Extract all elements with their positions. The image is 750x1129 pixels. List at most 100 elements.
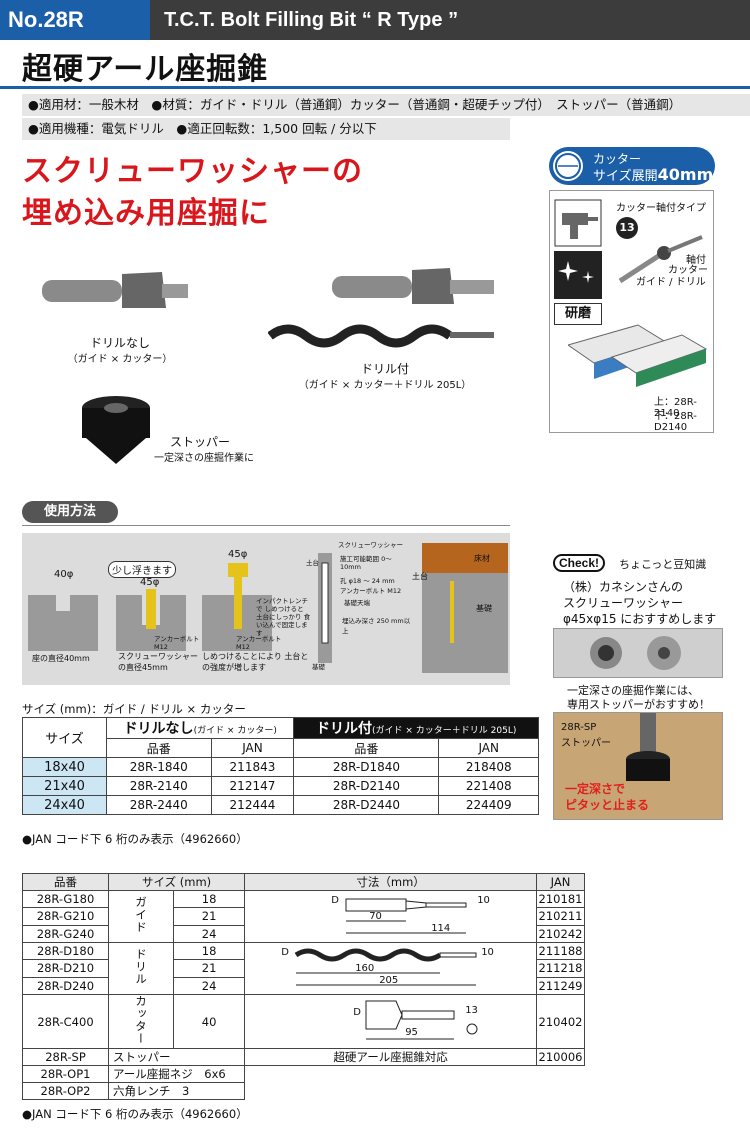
hinban-cell: 28R-2440 bbox=[106, 795, 212, 815]
no-drill-sub: （ガイド × カッター） bbox=[67, 354, 173, 365]
parts-jan: 210181 bbox=[536, 889, 585, 909]
check-note-2: 専用ストッパーがおすすめ！ bbox=[567, 698, 710, 711]
headline-line-1: スクリューワッシャーの bbox=[22, 154, 363, 189]
usage-diagram: 40φ 少し浮きます 45φ 45φ インパクトレンチで しめつけると 土台にし… bbox=[22, 533, 510, 685]
check-line-3: φ45xφ15 におすすめします bbox=[563, 612, 717, 626]
size-note: サイズ (mm)：ガイド / ドリル × カッター bbox=[22, 702, 246, 716]
jan-cell: 211843 bbox=[210, 757, 295, 777]
badge-value: 40mm bbox=[657, 165, 714, 184]
caption-1: 座の直径40mm bbox=[32, 654, 90, 663]
anchor-label-2: アンカーボルト M12 bbox=[236, 635, 282, 651]
table-row: 18x40 28R-1840 211843 28R-D1840 218408 bbox=[22, 757, 539, 777]
size-header: サイズ bbox=[22, 717, 107, 758]
dim-d-160: 160 bbox=[355, 963, 375, 974]
parts-code: 28R-OP2 bbox=[22, 1082, 109, 1100]
badge-prefix: サイズ展開 bbox=[593, 169, 658, 184]
group-no-drill-header: ドリルなし(ガイド × カッター) bbox=[105, 717, 295, 739]
table-row: 28R-G210 21 210211 bbox=[22, 907, 585, 926]
parts-jan: 211249 bbox=[536, 976, 585, 996]
dim-g-114: 114 bbox=[431, 923, 451, 934]
headline-line-2: 埋め込み用座掘に bbox=[22, 196, 270, 231]
table-row: 21x40 28R-2140 212147 28R-D2140 221408 bbox=[22, 776, 539, 796]
dim-g-10: 10 bbox=[477, 895, 490, 906]
hinban-cell: 28R-1840 bbox=[106, 757, 212, 777]
table-row: 28R-D180 ドリル 18 D 10 160 205 211188 bbox=[22, 941, 585, 995]
with-drill-sub: （ガイド × カッター＋ドリル 205L） bbox=[298, 380, 472, 391]
float-label: 少し浮きます bbox=[108, 561, 176, 578]
dim-c-13: 13 bbox=[465, 1005, 478, 1016]
parts-code: 28R-G210 bbox=[22, 907, 109, 926]
parts-dim: 超硬アール座掘錐対応 bbox=[244, 1048, 537, 1066]
polish-label: 研磨 bbox=[554, 303, 602, 325]
parts-code: 28R-D210 bbox=[22, 959, 109, 978]
spec-line-1: ●適用材：一般木材 ●材質：ガイド・ドリル（普通鋼）カッター（普通鋼・超硬チップ… bbox=[22, 94, 750, 116]
parts-size: 18 bbox=[172, 889, 246, 909]
size-cell: 21x40 bbox=[22, 776, 107, 796]
usage-drawing bbox=[28, 543, 508, 673]
feature-box: 研磨 カッター軸付タイプ 13 軸付 カッター ガイド / ドリル 上：28R-… bbox=[549, 190, 714, 433]
col-jan-2: JAN bbox=[438, 738, 539, 758]
yuka-label: 床材 bbox=[474, 554, 490, 563]
parts-code: 28R-OP1 bbox=[22, 1065, 109, 1083]
anchor-label-1: アンカーボルト M12 bbox=[154, 635, 200, 651]
jan-cell: 218408 bbox=[438, 757, 539, 777]
shaft-label: 軸付 bbox=[686, 255, 706, 266]
parts-table-wrap: 品番 サイズ (mm) 寸法（mm） JAN 28R-G180 ガイド 18 D… bbox=[22, 873, 585, 1100]
size-cell: 18x40 bbox=[22, 757, 107, 777]
check-line-2: スクリューワッシャー bbox=[563, 596, 684, 610]
screw-washer-label: スクリューワッシャー bbox=[338, 541, 403, 549]
stopper-label: ストッパー bbox=[169, 435, 230, 449]
badge-line-1: カッター bbox=[593, 152, 642, 166]
jan-note-1: ●JAN コード下 6 桁のみ表示（4962660） bbox=[22, 832, 248, 846]
col-hinban: 品番 bbox=[106, 738, 212, 758]
slogan-1: 一定深さで bbox=[565, 782, 626, 796]
parts-size: 21 bbox=[172, 907, 246, 926]
product-number: No.28R bbox=[0, 0, 150, 40]
parts-size: 21 bbox=[172, 959, 246, 978]
parts-size: 24 bbox=[172, 924, 246, 944]
parts-jan: 210402 bbox=[536, 994, 585, 1049]
kiso-label: 基礎 bbox=[312, 663, 325, 671]
anchor-label-3: アンカーボルト M12 bbox=[340, 587, 402, 595]
d45-label: 45φ bbox=[140, 577, 160, 588]
hinban-cell: 28R-D1840 bbox=[293, 757, 440, 777]
table-row: 28R-C400 カッター 40 D 13 95 210402 bbox=[22, 994, 585, 1049]
package-photo bbox=[568, 324, 708, 387]
dim-d-10: 10 bbox=[481, 947, 494, 958]
drill-dimension-drawing bbox=[294, 948, 477, 986]
usage-divider bbox=[22, 525, 510, 526]
dim-d-205: 205 bbox=[379, 975, 399, 986]
stopper-image bbox=[82, 396, 150, 464]
group1-sub: (ガイド × カッター) bbox=[193, 726, 277, 736]
table-row: 28R-OP1 アール座掘ネジ 6x6 bbox=[22, 1065, 585, 1100]
stopper-photo bbox=[553, 712, 723, 820]
spec-line-2: ●適用機種：電気ドリル ●適正回転数：1,500 回転 / 分以下 bbox=[22, 118, 510, 140]
package-top-label: 上：28R-2140 bbox=[654, 397, 697, 419]
size-table-wrap: サイズ ドリルなし(ガイド × カッター) ドリル付(ガイド × カッター＋ドリ… bbox=[22, 717, 539, 815]
base-top-label: 基礎天端 bbox=[344, 599, 370, 607]
cat-guide: ガイド bbox=[134, 896, 148, 934]
package-bottom-label: 下：28R-D2140 bbox=[654, 411, 697, 433]
d40-label: 40φ bbox=[54, 569, 74, 580]
guide-dimension-drawing bbox=[345, 898, 467, 934]
drill-dim-cell: D 10 160 205 bbox=[244, 942, 537, 995]
guide-drill-label: ガイド / ドリル bbox=[636, 277, 706, 288]
parts-code: 28R-C400 bbox=[22, 994, 109, 1049]
parts-code: 28R-G180 bbox=[22, 889, 109, 909]
sp-name: ストッパー bbox=[561, 738, 611, 749]
cutter-dimension-drawing bbox=[365, 1000, 478, 1040]
no-drill-label: ドリルなし bbox=[89, 336, 150, 350]
jan-cell: 212444 bbox=[210, 795, 295, 815]
usage-section-title: 使用方法 bbox=[22, 501, 118, 523]
dim-g-70: 70 bbox=[369, 911, 382, 922]
cutter-size-badge: カッター サイズ展開40mm bbox=[549, 147, 715, 185]
group2-sub: (ガイド × カッター＋ドリル 205L) bbox=[372, 726, 517, 736]
product-title-jp: 超硬アール座掘錐 bbox=[22, 52, 269, 87]
parts-jan: 211218 bbox=[536, 959, 585, 978]
table-row: 28R-D240 24 211249 bbox=[22, 976, 585, 996]
check-note-1: 一定深さの座掘作業には、 bbox=[567, 684, 699, 697]
table-row: 28R-G180 ガイド 18 D 10 70 114 210181 bbox=[22, 889, 585, 943]
check-title: ちょこっと豆知識 bbox=[619, 558, 707, 571]
dim-c-d: D bbox=[353, 1007, 361, 1018]
parts-name: アール座掘ネジ 6x6 bbox=[107, 1065, 246, 1083]
